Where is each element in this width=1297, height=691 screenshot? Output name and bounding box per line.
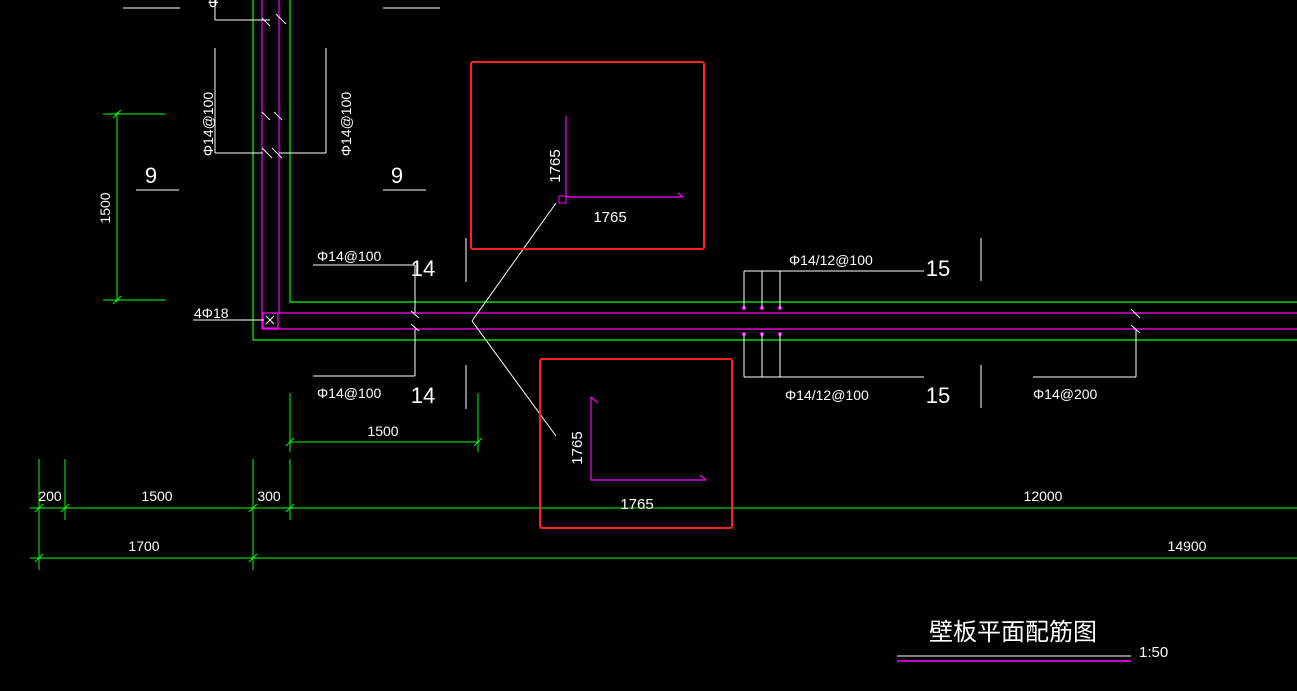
dim-left-vertical-1500: 1500 (97, 192, 113, 223)
dim-local-1500: 1500 (367, 423, 398, 439)
section-mark-9-right: 9 (391, 163, 403, 188)
leader-lines (123, 0, 1141, 437)
dim-200: 200 (38, 488, 62, 504)
rebar-label-corner: 4Φ18 (194, 305, 229, 321)
section-mark-15-top: 15 (926, 256, 950, 281)
rebar-label-vertical-right: Φ14@100 (338, 92, 354, 157)
wall-outlines (252, 0, 1297, 341)
dimension-lines (30, 109, 1297, 570)
rebar-label-top-15: Φ14/12@100 (789, 252, 873, 268)
rebar-label-top-left: Φ14@100 (205, 0, 221, 8)
rebar-label-top-14: Φ14@100 (317, 248, 382, 264)
rebar-label-right: Φ14@200 (1033, 386, 1098, 402)
section-mark-14-top: 14 (411, 256, 435, 281)
dimension-texts: 200 1500 300 12000 1700 14900 (38, 488, 1206, 554)
dim-1500: 1500 (141, 488, 172, 504)
dim-300: 300 (257, 488, 281, 504)
detail-top: 1765 1765 (470, 61, 705, 250)
detail-top-highlight-box (470, 61, 705, 250)
drawing-scale: 1:50 (1139, 644, 1168, 661)
detail-bottom-dim-horizontal: 1765 (620, 496, 653, 513)
drawing-title: 壁板平面配筋图 (929, 619, 1097, 646)
section-marks: 9 9 14 14 15 15 (145, 163, 950, 408)
section-mark-9-left: 9 (145, 163, 157, 188)
rebar-lines (261, 0, 1297, 330)
detail-bottom-dim-vertical: 1765 (569, 431, 586, 464)
detail-bottom-highlight-box (539, 358, 733, 529)
rebar-label-bottom-15: Φ14/12@100 (785, 387, 869, 403)
drawing-title-block: 壁板平面配筋图 1:50 (897, 619, 1168, 662)
section-mark-15-bottom: 15 (926, 383, 950, 408)
dim-12000: 12000 (1024, 488, 1063, 504)
detail-bottom: 1765 1765 (539, 358, 733, 529)
section-mark-14-bottom: 14 (411, 383, 435, 408)
detail-top-dim-horizontal: 1765 (593, 209, 626, 226)
dim-14900: 14900 (1168, 538, 1207, 554)
rebar-labels: Φ14@100 Φ14@100 Φ14@100 1500 Φ14@100 4Φ1… (97, 0, 1098, 439)
rebar-label-bottom-14: Φ14@100 (317, 385, 382, 401)
detail-top-dim-vertical: 1765 (547, 149, 564, 182)
detail-bottom-rebar-shape (590, 397, 706, 481)
rebar-label-vertical-left: Φ14@100 (200, 92, 216, 157)
dim-1700: 1700 (128, 538, 159, 554)
